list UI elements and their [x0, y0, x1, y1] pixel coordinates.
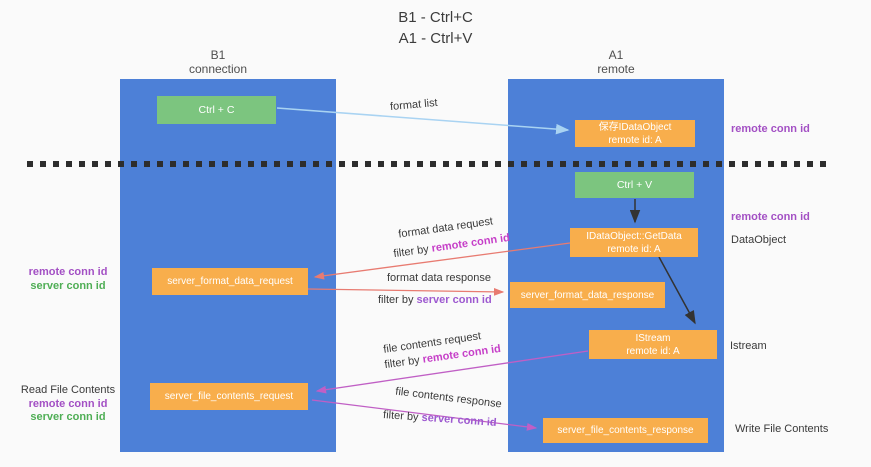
node-server-file-contents-response: server_file_contents_response: [543, 418, 708, 443]
node-server-format-data-request: server_format_data_request: [152, 268, 308, 295]
annotation-remote-conn-id-mid: remote conn id: [731, 211, 810, 223]
node-sfdresp-label: server_format_data_response: [520, 289, 655, 301]
label-file-contents-response: file contents response: [394, 385, 503, 411]
annotation-left-conn-ids: remote conn id server conn id: [18, 266, 118, 293]
diagram-title: B1 - Ctrl+C A1 - Ctrl+V: [0, 7, 871, 49]
label-filter-remote-2-prefix: filter by: [383, 353, 424, 372]
node-ctrl-c: Ctrl + C: [157, 96, 276, 124]
node-idataobject-getdata: IDataObject::GetData remote id: A: [570, 228, 698, 257]
label-filter-server-2-prefix: filter by: [382, 409, 422, 424]
title-line-1: B1 - Ctrl+C: [398, 9, 473, 26]
label-filter-server-2: filter by server conn id: [383, 409, 497, 429]
annotation-read-file-block: Read File Contents remote conn id server…: [18, 384, 118, 425]
lane-b1-subtitle: connection: [188, 62, 248, 76]
lane-a1-title: A1: [608, 48, 624, 62]
node-istream-line1: IStream: [635, 332, 671, 344]
lane-a1-subtitle: remote: [597, 62, 635, 76]
node-istream-line2: remote id: A: [626, 345, 680, 357]
label-filter-server-1-prefix: filter by: [378, 294, 417, 306]
annotation-write-file-contents: Write File Contents: [735, 423, 829, 435]
node-getdata-line1: IDataObject::GetData: [586, 230, 682, 242]
label-format-data-response: format data response: [387, 272, 491, 284]
lane-b1-title: B1: [210, 48, 226, 62]
node-ctrl-v-label: Ctrl + V: [616, 178, 653, 191]
annotation-read-file-contents: Read File Contents: [20, 384, 116, 396]
annotation-remote-conn-id-top: remote conn id: [731, 123, 810, 135]
node-save-idataobject-line1: 保存IDataObject: [598, 121, 672, 133]
annotation-left-server-conn-id-2: server conn id: [30, 411, 106, 423]
title-line-2: A1 - Ctrl+V: [398, 30, 473, 47]
node-sfcreq-label: server_file_contents_request: [164, 391, 294, 402]
node-sfdreq-label: server_format_data_request: [167, 276, 293, 287]
label-filter-server-1: filter by server conn id: [378, 294, 492, 306]
node-server-format-data-response: server_format_data_response: [510, 282, 665, 308]
node-istream: IStream remote id: A: [589, 330, 717, 359]
annotation-istream: Istream: [730, 340, 767, 352]
lane-header-b1: B1 connection: [110, 48, 326, 76]
node-save-idataobject: 保存IDataObject remote id: A: [575, 120, 695, 147]
label-filter-remote-1-highlight: remote conn id: [430, 231, 511, 255]
node-getdata-line2: remote id: A: [607, 243, 661, 255]
node-ctrl-v: Ctrl + V: [575, 172, 694, 198]
annotation-left-remote-conn-id-2: remote conn id: [28, 397, 108, 410]
label-filter-server-2-highlight: server conn id: [421, 411, 497, 429]
label-format-list: format list: [389, 96, 439, 114]
annotation-left-remote-conn-id: remote conn id: [28, 266, 108, 278]
lane-header-a1: A1 remote: [508, 48, 724, 76]
node-server-file-contents-request: server_file_contents_request: [150, 383, 308, 410]
annotation-left-server-conn-id: server conn id: [30, 279, 106, 292]
node-sfcresp-label: server_file_contents_response: [557, 425, 694, 436]
node-save-idataobject-line2: remote id: A: [608, 134, 662, 146]
label-filter-remote-1-prefix: filter by: [392, 242, 433, 261]
label-filter-server-1-highlight: server conn id: [416, 294, 492, 306]
annotation-dataobject: DataObject: [731, 234, 787, 246]
node-ctrl-c-label: Ctrl + C: [198, 103, 235, 116]
arrow-format-data-response: [307, 287, 505, 296]
